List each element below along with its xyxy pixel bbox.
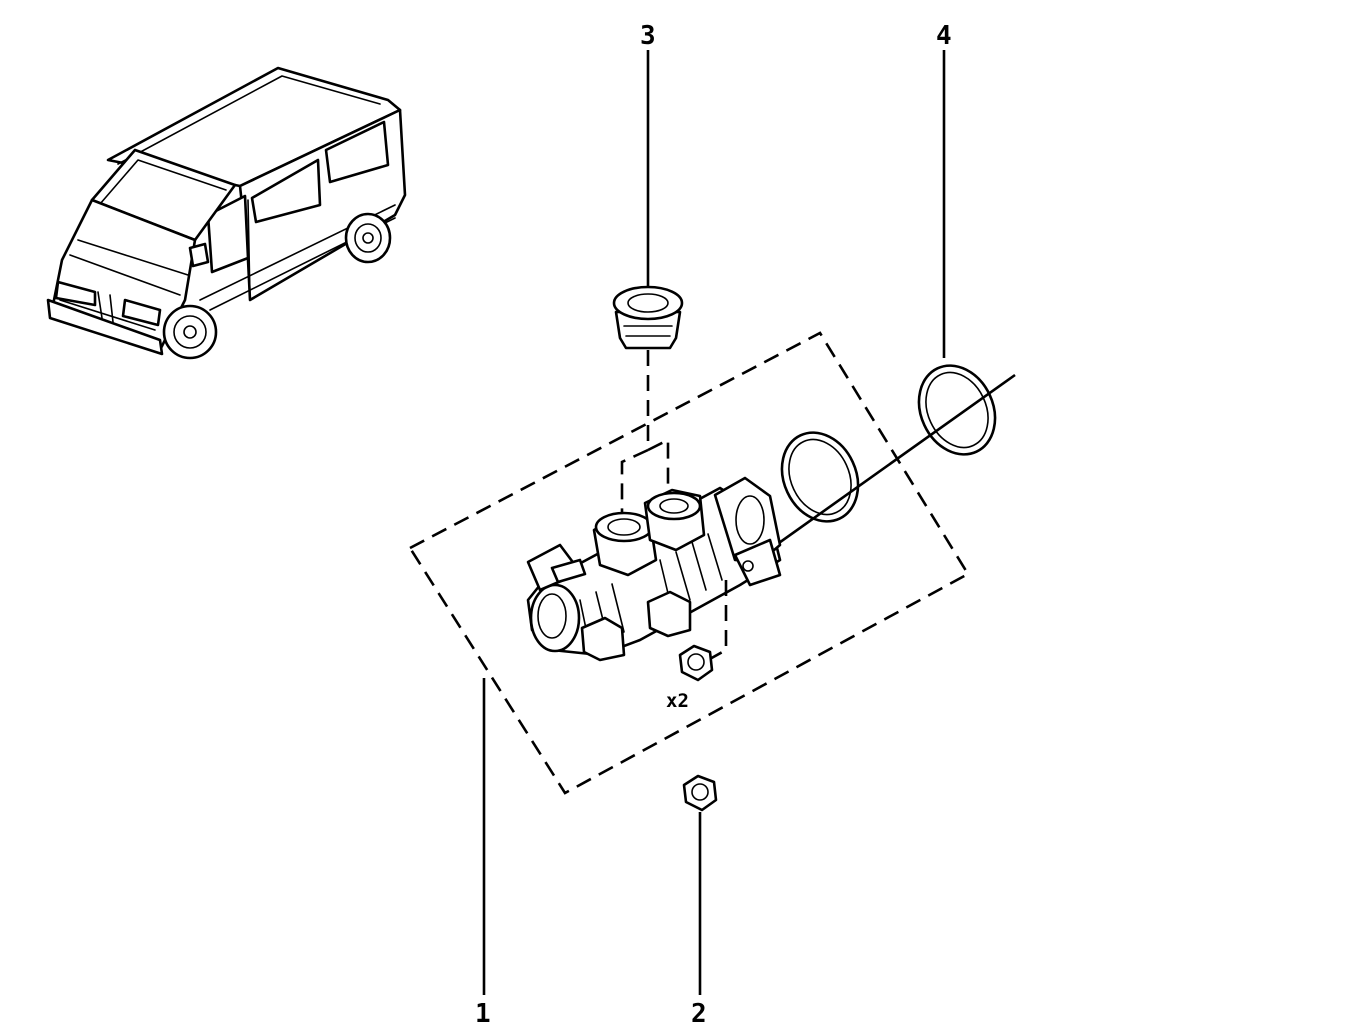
o-ring-inner [780, 431, 860, 523]
assembly-boundary [408, 331, 970, 795]
callout-2: 2 [691, 999, 707, 1029]
callout-1: 1 [475, 999, 491, 1029]
o-ring-outer [917, 364, 997, 456]
nut-part-2 [682, 774, 718, 812]
quantity-label: x2 [666, 690, 689, 712]
reservoir-grommet [612, 285, 684, 350]
callout-3: 3 [640, 21, 656, 51]
grommet-link-branch [647, 437, 670, 492]
nut-x2 [678, 644, 714, 682]
callout-4: 4 [936, 21, 952, 51]
nut-to-cylinder-link [707, 580, 728, 662]
grommet-to-cylinder-link [620, 350, 650, 512]
van-illustration [46, 66, 407, 360]
center-axis-line [754, 373, 1016, 562]
brake-master-cylinder [526, 476, 782, 662]
